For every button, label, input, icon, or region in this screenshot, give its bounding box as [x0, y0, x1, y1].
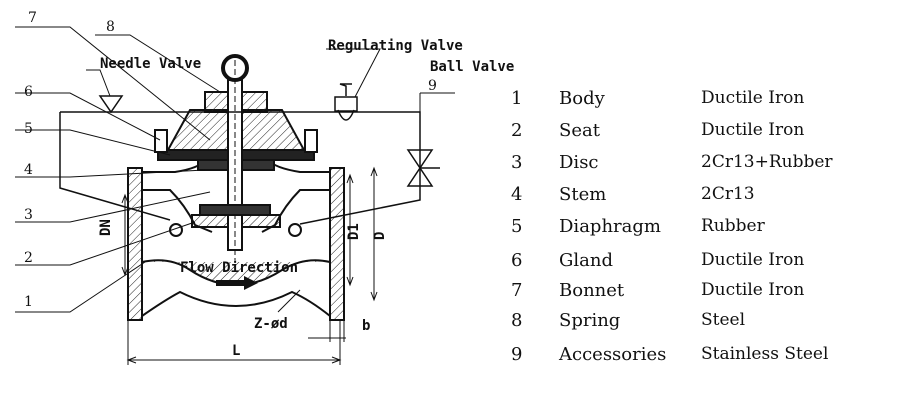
- accessory-piping: [59, 83, 440, 225]
- part-material: Ductile Iron: [701, 120, 805, 140]
- part-name: Accessories: [559, 344, 667, 365]
- part-name: Seat: [559, 120, 600, 141]
- d-label: D: [372, 232, 388, 240]
- flange-thickness-label: b: [362, 318, 370, 334]
- callout-9: 9: [428, 78, 437, 94]
- valve-body: [127, 159, 345, 321]
- part-row: 8 Spring Steel: [505, 310, 890, 338]
- part-material: Ductile Iron: [701, 280, 805, 300]
- part-name: Body: [559, 88, 605, 109]
- d1-label: D1: [346, 223, 362, 240]
- part-material: Ductile Iron: [701, 88, 805, 108]
- dn-label: DN: [98, 219, 114, 236]
- part-row: 2 Seat Ductile Iron: [505, 120, 890, 148]
- valve-cross-section-drawing: 7 8 6 5 4 3 2 1 9 Needle Valve Regulatin…: [15, 10, 514, 365]
- part-row: 4 Stem 2Cr13: [505, 184, 890, 212]
- part-name: Disc: [559, 152, 599, 173]
- part-name: Stem: [559, 184, 607, 205]
- needle-valve-label: Needle Valve: [100, 56, 201, 72]
- callout-1: 1: [24, 294, 33, 310]
- dimension-lines: [121, 166, 378, 365]
- bolt-hole-label: Z-ød: [254, 316, 288, 332]
- callout-7: 7: [28, 10, 37, 26]
- part-row: 1 Body Ductile Iron: [505, 88, 890, 116]
- part-number: 1: [511, 88, 523, 109]
- part-material: Ductile Iron: [701, 250, 805, 270]
- callout-5: 5: [24, 121, 33, 137]
- flow-direction-label: Flow Direction: [180, 260, 298, 276]
- part-number: 8: [511, 310, 523, 331]
- part-number: 7: [511, 280, 523, 301]
- part-number: 9: [511, 344, 523, 365]
- part-material: 2Cr13: [701, 184, 755, 204]
- part-number: 2: [511, 120, 523, 141]
- part-number: 4: [511, 184, 523, 205]
- part-name: Bonnet: [559, 280, 625, 301]
- part-row: 9 Accessories Stainless Steel: [505, 344, 890, 372]
- part-row: 5 Diaphragm Rubber: [505, 216, 890, 244]
- callout-2: 2: [24, 250, 33, 266]
- part-name: Gland: [559, 250, 613, 271]
- part-material: Rubber: [701, 216, 765, 236]
- callout-6: 6: [24, 84, 33, 100]
- part-material: 2Cr13+Rubber: [701, 152, 833, 172]
- length-label: L: [232, 343, 240, 359]
- part-name: Diaphragm: [559, 216, 661, 237]
- part-row: 7 Bonnet Ductile Iron: [505, 280, 890, 308]
- callout-3: 3: [24, 207, 33, 223]
- regulating-valve-label: Regulating Valve: [328, 38, 463, 54]
- part-number: 3: [511, 152, 523, 173]
- flow-arrow: [216, 276, 258, 290]
- part-row: 3 Disc 2Cr13+Rubber: [505, 152, 890, 180]
- callout-4: 4: [24, 162, 33, 178]
- part-number: 5: [511, 216, 523, 237]
- part-number: 6: [511, 250, 523, 271]
- part-material: Steel: [701, 310, 746, 330]
- callout-8: 8: [106, 19, 115, 35]
- callout-leaders: [15, 26, 455, 313]
- part-material: Stainless Steel: [701, 344, 829, 364]
- ball-valve-label: Ball Valve: [430, 59, 514, 75]
- stem: [199, 54, 271, 260]
- part-row: 6 Gland Ductile Iron: [505, 250, 890, 278]
- part-name: Spring: [559, 310, 621, 331]
